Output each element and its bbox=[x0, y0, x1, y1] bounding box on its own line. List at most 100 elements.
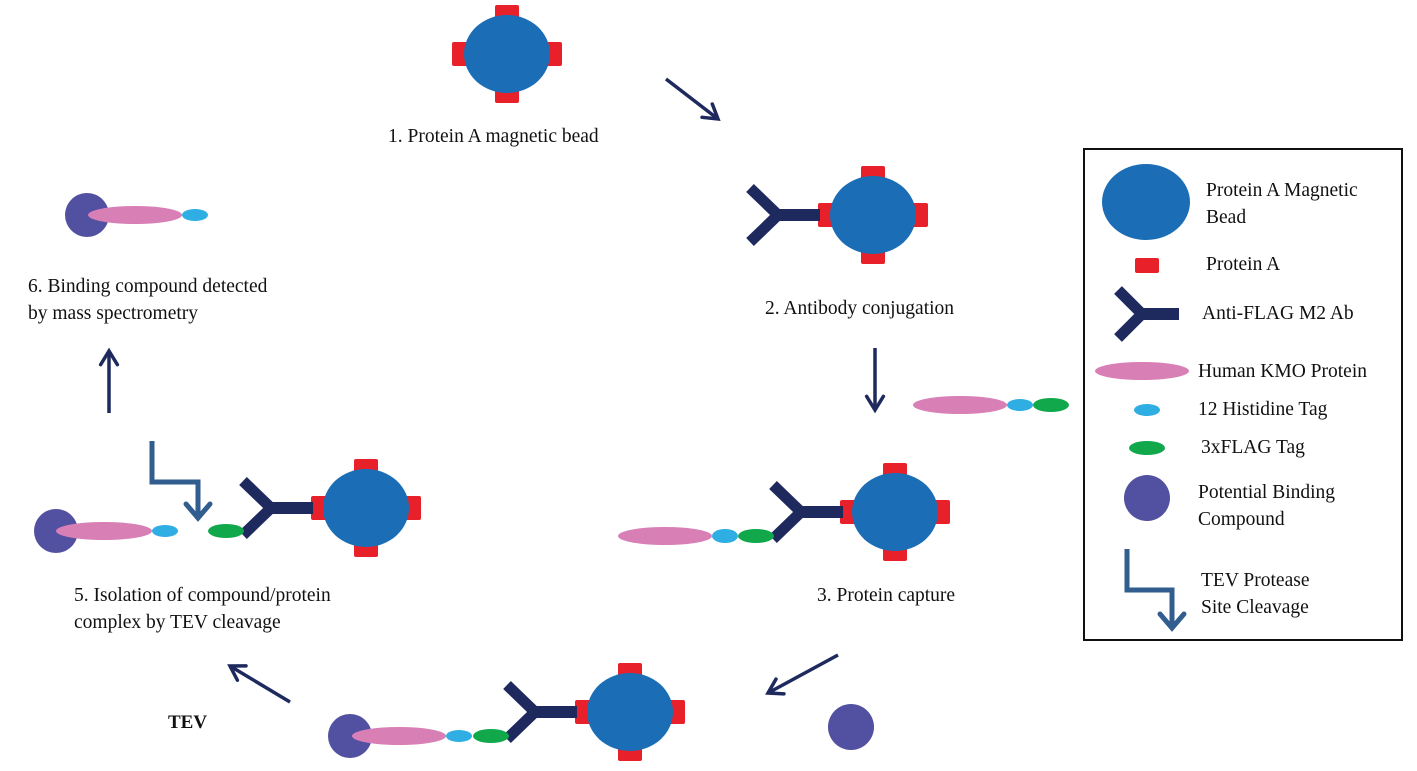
legend-label-tev: TEV Protease Site Cleavage bbox=[1201, 567, 1310, 621]
binding-compound bbox=[65, 193, 109, 237]
arrow-head bbox=[864, 394, 886, 414]
tev-arrow-shaft bbox=[1124, 549, 1175, 628]
step-2-line-1: 2. Antibody conjugation bbox=[765, 298, 955, 319]
flag-tag bbox=[208, 524, 244, 538]
flow-arrow-1-to-2 bbox=[664, 77, 721, 122]
legend-label-antibody: Anti-FLAG M2 Ab bbox=[1202, 300, 1354, 327]
protein-a-icon bbox=[1135, 258, 1159, 273]
his-tag-icon bbox=[1134, 404, 1160, 416]
flag-tag bbox=[1033, 398, 1069, 412]
flag-tag bbox=[738, 529, 774, 543]
step-2-bead bbox=[818, 166, 928, 264]
step-2-antibody bbox=[746, 184, 820, 246]
legend-icon-kmo bbox=[1095, 362, 1189, 380]
magnetic-bead bbox=[323, 469, 409, 547]
magnetic-bead bbox=[830, 176, 916, 254]
step-4-bead bbox=[575, 663, 685, 761]
arrow-shaft bbox=[664, 77, 720, 121]
step-6-line-2: by mass spectrometry bbox=[28, 303, 199, 324]
antibody-arms bbox=[503, 681, 543, 743]
step-5-line-2: complex by TEV cleavage bbox=[74, 612, 281, 633]
legend-compound-line-1: Potential Binding bbox=[1198, 482, 1336, 503]
free-kmo-protein bbox=[913, 396, 1069, 414]
step-3-captured-protein bbox=[618, 527, 774, 545]
kmo-protein-icon bbox=[1095, 362, 1189, 380]
step-5-antibody bbox=[239, 477, 313, 539]
step-6-line-1: 6. Binding compound detected bbox=[28, 276, 268, 297]
step-3-antibody bbox=[769, 481, 843, 543]
legend-label-protein-a: Protein A bbox=[1206, 251, 1280, 278]
legend-icon-flag-tag bbox=[1129, 441, 1165, 455]
step-4-complex bbox=[328, 714, 509, 758]
legend-icon-his-tag bbox=[1134, 404, 1160, 416]
step-1-bead bbox=[452, 5, 562, 103]
magnetic-bead bbox=[464, 15, 550, 93]
legend-kmo-text: Human KMO Protein bbox=[1198, 361, 1367, 382]
tev-cleavage-arrow bbox=[149, 441, 213, 522]
step-2-label: 2. Antibody conjugation bbox=[765, 295, 954, 322]
binding-compound bbox=[328, 714, 372, 758]
free-binding-compound bbox=[828, 704, 874, 750]
his-tag bbox=[712, 529, 738, 543]
legend-flag-tag-text: 3xFLAG Tag bbox=[1201, 437, 1305, 458]
kmo-protein bbox=[618, 527, 712, 545]
kmo-protein bbox=[88, 206, 182, 224]
step-5-label: 5. Isolation of compound/protein complex… bbox=[74, 582, 331, 636]
arrow-shaft bbox=[229, 664, 291, 704]
tev-arrow-head bbox=[1157, 611, 1187, 632]
protein-a-right bbox=[912, 203, 928, 227]
bead-icon bbox=[1102, 164, 1190, 240]
flag-tag-icon bbox=[1129, 441, 1165, 455]
tev-arrow-shaft bbox=[149, 441, 201, 518]
legend-bead-line-2: Bead bbox=[1206, 207, 1247, 228]
legend-label-flag-tag: 3xFLAG Tag bbox=[1201, 434, 1305, 461]
legend-icon-antibody bbox=[1114, 286, 1179, 342]
step-3-line-1: 3. Protein capture bbox=[817, 585, 956, 606]
his-tag bbox=[182, 209, 208, 221]
protein-a-right bbox=[934, 500, 950, 524]
legend-label-his-tag: 12 Histidine Tag bbox=[1198, 396, 1327, 423]
protein-a-left bbox=[452, 42, 468, 66]
legend-icon-compound bbox=[1124, 475, 1170, 521]
step-4-line-1: TEV bbox=[168, 712, 208, 733]
arrow-head bbox=[765, 677, 786, 696]
flow-arrow-2-to-3 bbox=[864, 348, 886, 414]
protein-a-left bbox=[311, 496, 327, 520]
binding-compound bbox=[828, 704, 874, 750]
antibody-icon-arms bbox=[1114, 286, 1150, 342]
legend-protein-a-text: Protein A bbox=[1206, 254, 1281, 275]
protein-a-left bbox=[575, 700, 591, 724]
legend-icon-protein-a bbox=[1135, 258, 1159, 273]
flow-arrow-5-to-6 bbox=[98, 347, 120, 413]
flow-arrow-4-to-5 bbox=[227, 664, 291, 704]
step-1-line-1: 1. Protein A magnetic bead bbox=[388, 126, 599, 147]
kmo-protein bbox=[352, 727, 446, 745]
step-6-complex bbox=[65, 193, 208, 237]
legend-bead-line-1: Protein A Magnetic bbox=[1206, 180, 1358, 201]
legend-label-compound: Potential Binding Compound bbox=[1198, 479, 1335, 533]
antibody-arms bbox=[769, 481, 809, 543]
step-3-label: 3. Protein capture bbox=[817, 582, 955, 609]
arrow-head bbox=[227, 664, 248, 682]
arrow-head bbox=[700, 102, 721, 122]
kmo-protein bbox=[913, 396, 1007, 414]
legend-icon-bead bbox=[1102, 164, 1190, 240]
legend-label-kmo: Human KMO Protein bbox=[1198, 358, 1367, 385]
legend-his-tag-text: 12 Histidine Tag bbox=[1198, 399, 1328, 420]
protein-a-left bbox=[818, 203, 834, 227]
magnetic-bead bbox=[852, 473, 938, 551]
protein-a-right bbox=[669, 700, 685, 724]
arrow-shaft bbox=[767, 653, 839, 695]
step-5-cleaved bbox=[34, 509, 244, 553]
legend-label-bead: Protein A Magnetic Bead bbox=[1206, 177, 1358, 231]
magnetic-bead bbox=[587, 673, 673, 751]
step-6-label: 6. Binding compound detected by mass spe… bbox=[28, 273, 267, 327]
protein-a-right bbox=[546, 42, 562, 66]
step-4-antibody bbox=[503, 681, 577, 743]
legend-compound-line-2: Compound bbox=[1198, 509, 1285, 530]
legend-tev-line-1: TEV Protease bbox=[1201, 570, 1310, 591]
step-5-line-1: 5. Isolation of compound/protein bbox=[74, 585, 331, 606]
antibody-arms bbox=[746, 184, 786, 246]
step-3-bead bbox=[840, 463, 950, 561]
